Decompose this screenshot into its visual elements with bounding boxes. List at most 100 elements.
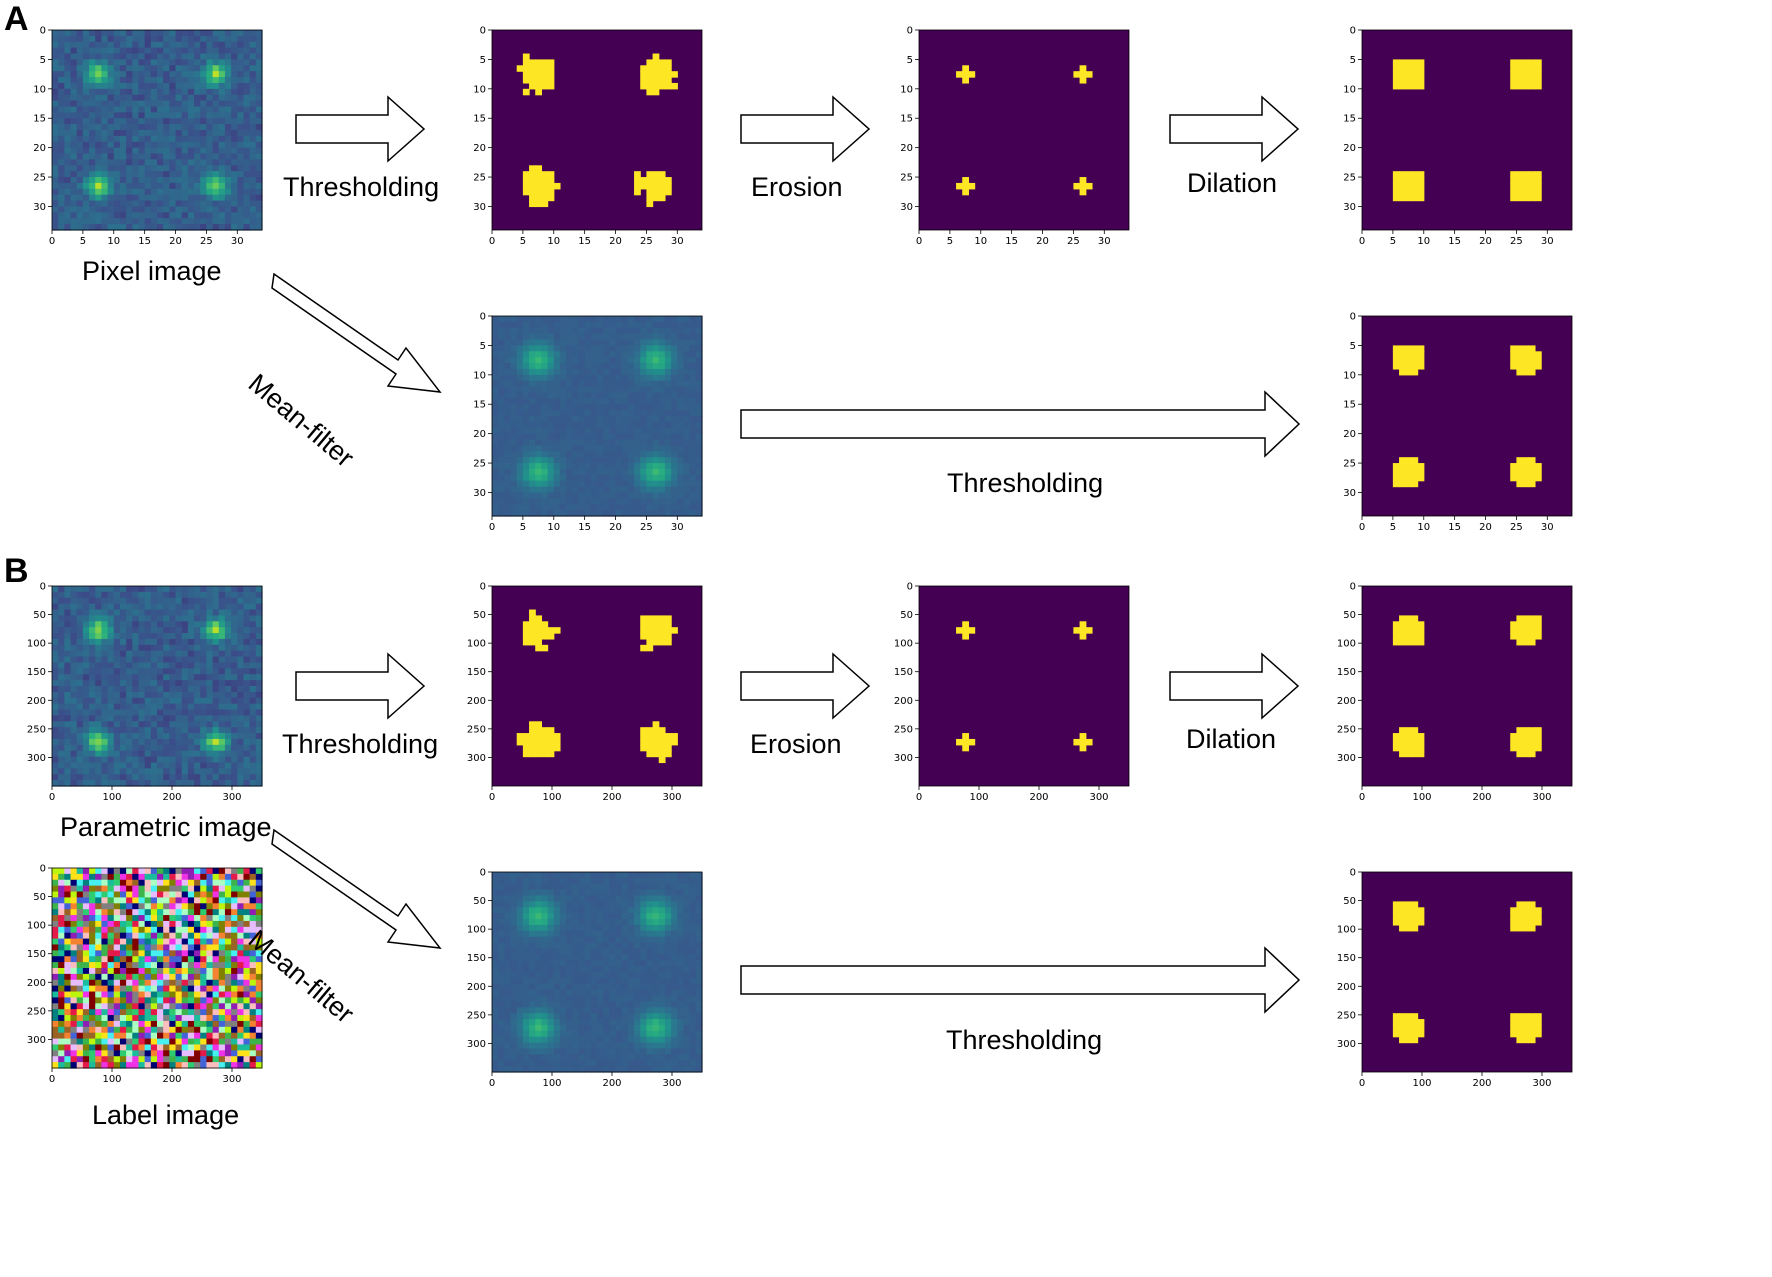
thresholding-arrow-a [295,95,426,163]
y-tick-label: 100 [27,639,46,650]
y-tick-label: 150 [894,667,913,678]
y-tick-label: 100 [1337,639,1356,650]
thresholding-label-b-bottom: Thresholding [946,1025,1103,1055]
x-tick-label: 20 [1479,236,1492,247]
x-tick-label: 30 [1541,236,1554,247]
mean-filter-arrow-a [271,264,442,404]
x-tick-label: 15 [138,236,151,247]
x-tick-label: 30 [1541,522,1554,533]
y-tick-label: 200 [467,696,486,707]
x-tick-label: 0 [49,792,55,803]
y-tick-label: 25 [900,173,913,184]
y-tick-label: 25 [33,173,46,184]
x-tick-label: 10 [547,522,560,533]
y-tick-label: 0 [40,582,46,593]
y-tick-label: 100 [1337,925,1356,936]
y-tick-label: 150 [467,953,486,964]
erosion-label-a: Erosion [751,172,843,202]
x-tick-label: 100 [102,792,121,803]
y-tick-label: 25 [1343,459,1356,470]
x-tick-label: 100 [542,1078,561,1089]
x-tick-label: 0 [1359,522,1365,533]
x-tick-label: 10 [107,236,120,247]
y-tick-label: 0 [1350,868,1356,879]
x-tick-label: 0 [1359,1078,1365,1089]
y-tick-label: 15 [1343,400,1356,411]
y-tick-label: 5 [40,55,46,66]
y-tick-label: 50 [33,892,46,903]
thresholding-label-b-top: Thresholding [282,729,439,759]
parametric-image-label: Parametric image [60,812,272,842]
x-tick-label: 0 [1359,236,1365,247]
dilation-arrow-b [1169,652,1300,720]
dilation-label-b: Dilation [1186,724,1277,754]
y-tick-label: 0 [480,582,486,593]
x-tick-label: 15 [1448,522,1461,533]
y-tick-label: 15 [473,114,486,125]
x-tick-label: 0 [1359,792,1365,803]
y-tick-label: 150 [27,949,46,960]
y-tick-label: 100 [894,639,913,650]
pixel-image-label: Pixel image [82,256,222,286]
y-tick-label: 250 [467,724,486,735]
x-tick-label: 200 [162,792,181,803]
y-tick-label: 10 [1343,84,1356,95]
x-tick-label: 200 [162,1074,181,1085]
label-image-label: Label image [92,1100,240,1130]
x-tick-label: 15 [578,522,591,533]
y-tick-label: 10 [473,84,486,95]
y-tick-label: 30 [33,202,46,213]
mean-filter-arrow-b [271,820,442,960]
y-tick-label: 200 [1337,696,1356,707]
y-tick-label: 5 [907,55,913,66]
y-tick-label: 200 [27,696,46,707]
y-tick-label: 30 [1343,488,1356,499]
y-tick-label: 150 [27,667,46,678]
y-tick-label: 0 [1350,26,1356,37]
x-tick-label: 0 [489,792,495,803]
y-tick-label: 0 [480,312,486,323]
x-tick-label: 10 [547,236,560,247]
y-tick-label: 50 [473,896,486,907]
x-tick-label: 5 [520,236,526,247]
panel-a-letter: A [4,0,29,38]
y-tick-label: 50 [473,610,486,621]
x-tick-label: 25 [200,236,213,247]
x-tick-label: 10 [974,236,987,247]
x-tick-label: 20 [609,522,622,533]
x-tick-label: 100 [969,792,988,803]
x-tick-label: 300 [222,1074,241,1085]
x-tick-label: 15 [1448,236,1461,247]
y-tick-label: 20 [1343,143,1356,154]
x-tick-label: 300 [222,792,241,803]
y-tick-label: 300 [467,1039,486,1050]
dilation-arrow-a [1169,95,1300,163]
y-tick-label: 30 [900,202,913,213]
x-tick-label: 5 [80,236,86,247]
x-tick-label: 25 [640,522,653,533]
x-tick-label: 0 [489,236,495,247]
x-tick-label: 100 [1412,792,1431,803]
y-tick-label: 10 [900,84,913,95]
y-tick-label: 100 [27,921,46,932]
y-tick-label: 20 [1343,429,1356,440]
x-tick-label: 300 [1532,792,1551,803]
x-tick-label: 30 [671,522,684,533]
dilation-label-a: Dilation [1187,168,1278,198]
x-tick-label: 300 [662,1078,681,1089]
y-tick-label: 10 [473,370,486,381]
y-tick-label: 25 [473,173,486,184]
y-tick-label: 15 [900,114,913,125]
y-tick-label: 250 [894,724,913,735]
x-tick-label: 0 [49,1074,55,1085]
y-tick-label: 15 [1343,114,1356,125]
x-tick-label: 30 [1098,236,1111,247]
x-tick-label: 20 [1036,236,1049,247]
x-tick-label: 5 [520,522,526,533]
erosion-arrow-a [740,95,871,163]
